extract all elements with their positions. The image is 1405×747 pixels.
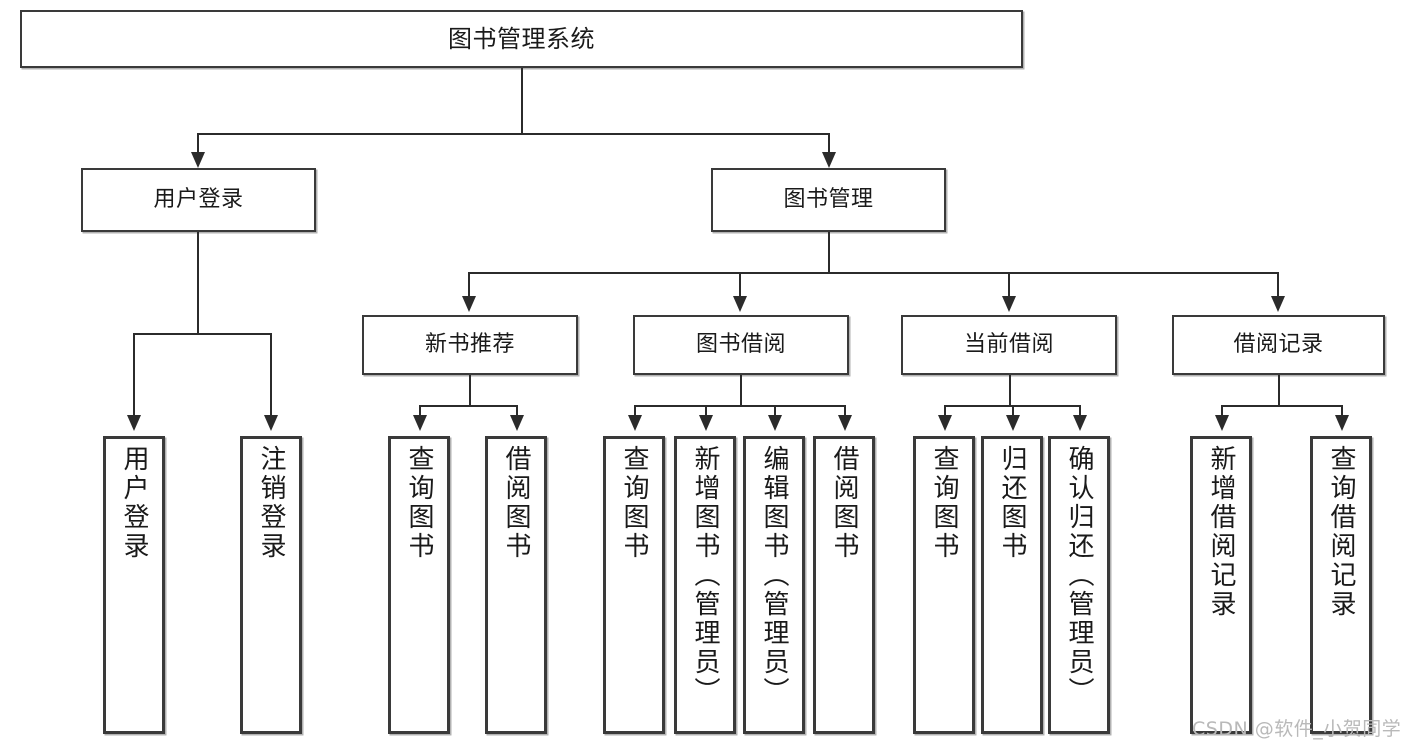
connector-user-login-to-leaf-1 [133,333,135,417]
arrowhead-cb-leaf-3 [1073,415,1087,431]
connector-book-management-stem [828,232,830,274]
arrowhead-br-leaf-1 [1215,415,1229,431]
arrowhead-to-book-management [822,152,836,168]
arrowhead-new-book-recommend [462,296,476,312]
node-label: 图书借阅 [695,331,786,357]
node-label: 新增图书（管理员） [690,445,720,706]
connector-cb-to-leaf-2 [1012,405,1014,417]
connector-cb-to-leaf-1 [944,405,946,417]
connector-br-to-leaf-2 [1341,405,1343,417]
connector-new-book-stem [469,375,471,407]
arrowhead-to-user-login [191,152,205,168]
arrowhead-user-login-leaf-2 [264,415,278,431]
node-label: 用户登录 [119,445,149,561]
connector-bb-to-leaf-3 [774,405,776,417]
node-label: 注销登录 [256,445,286,561]
leaf-query-book-recommend[interactable]: 查询图书 [388,436,450,734]
node-root-book-management-system[interactable]: 图书管理系统 [20,10,1023,68]
leaf-add-borrow-record[interactable]: 新增借阅记录 [1190,436,1252,734]
leaf-edit-book-admin[interactable]: 编辑图书（管理员） [743,436,805,734]
leaf-query-book-current[interactable]: 查询图书 [913,436,975,734]
arrowhead-cb-leaf-2 [1006,415,1020,431]
connector-bm-to-borrow-record [1277,272,1279,298]
leaf-logout[interactable]: 注销登录 [240,436,302,734]
node-label: 确认归还（管理员） [1064,445,1094,706]
leaf-query-book-borrow[interactable]: 查询图书 [603,436,665,734]
node-label: 查询图书 [404,445,434,561]
node-label: 查询借阅记录 [1326,445,1356,619]
arrowhead-bb-leaf-1 [628,415,642,431]
connector-bb-to-leaf-1 [634,405,636,417]
arrowhead-book-borrow [733,296,747,312]
arrowhead-user-login-leaf-1 [127,415,141,431]
connector-borrow-record-bus [1221,405,1341,407]
leaf-confirm-return-admin[interactable]: 确认归还（管理员） [1048,436,1110,734]
connector-book-management-bus [468,272,1278,274]
connector-root-to-book-management [828,133,830,155]
node-label: 归还图书 [997,445,1027,561]
arrowhead-cb-leaf-1 [938,415,952,431]
node-borrow-record[interactable]: 借阅记录 [1172,315,1385,375]
arrowhead-bb-leaf-3 [768,415,782,431]
connector-nb-to-leaf-2 [516,405,518,417]
arrowhead-nb-leaf-1 [413,415,427,431]
leaf-user-login[interactable]: 用户登录 [103,436,165,734]
connector-bm-to-new-book [468,272,470,298]
node-label: 借阅记录 [1233,331,1324,357]
connector-br-to-leaf-1 [1221,405,1223,417]
connector-current-borrow-stem [1009,375,1011,407]
connector-bb-to-leaf-2 [705,405,707,417]
connector-bm-to-book-borrow [739,272,741,298]
arrowhead-br-leaf-2 [1335,415,1349,431]
arrowhead-bb-leaf-4 [838,415,852,431]
arrowhead-current-borrow [1002,296,1016,312]
node-label: 图书管理 [783,186,874,212]
node-label: 当前借阅 [963,331,1054,357]
connector-bb-to-leaf-4 [844,405,846,417]
node-label: 借阅图书 [501,445,531,561]
node-label: 查询图书 [619,445,649,561]
node-label: 借阅图书 [829,445,859,561]
connector-user-login-to-leaf-2 [270,333,272,417]
node-user-login[interactable]: 用户登录 [81,168,316,232]
connector-nb-to-leaf-1 [419,405,421,417]
connector-root-to-user-login [197,133,199,155]
leaf-borrow-book[interactable]: 借阅图书 [813,436,875,734]
leaf-return-book[interactable]: 归还图书 [981,436,1043,734]
connector-bm-to-current-borrow [1008,272,1010,298]
leaf-query-borrow-record[interactable]: 查询借阅记录 [1310,436,1372,734]
arrowhead-bb-leaf-2 [699,415,713,431]
connector-book-borrow-bus [634,405,845,407]
node-label: 编辑图书（管理员） [759,445,789,706]
node-label: 新增借阅记录 [1206,445,1236,619]
connector-root-stem [521,68,523,134]
arrowhead-nb-leaf-2 [510,415,524,431]
connector-borrow-record-stem [1278,375,1280,407]
node-current-borrow[interactable]: 当前借阅 [901,315,1117,375]
connector-new-book-bus [419,405,517,407]
leaf-add-book-admin[interactable]: 新增图书（管理员） [674,436,736,734]
connector-root-bus [197,133,829,135]
connector-user-login-bus [133,333,270,335]
node-book-borrow[interactable]: 图书借阅 [633,315,849,375]
node-book-management[interactable]: 图书管理 [711,168,946,232]
node-label: 用户登录 [153,186,244,212]
node-label: 图书管理系统 [448,24,595,53]
connector-user-login-stem [197,232,199,335]
leaf-borrow-book-recommend[interactable]: 借阅图书 [485,436,547,734]
connector-book-borrow-stem [740,375,742,407]
node-new-book-recommend[interactable]: 新书推荐 [362,315,578,375]
arrowhead-borrow-record [1271,296,1285,312]
node-label: 新书推荐 [424,331,515,357]
csdn-watermark: CSDN @软件_小贺同学 [1192,718,1402,740]
connector-cb-to-leaf-3 [1079,405,1081,417]
node-label: 查询图书 [929,445,959,561]
